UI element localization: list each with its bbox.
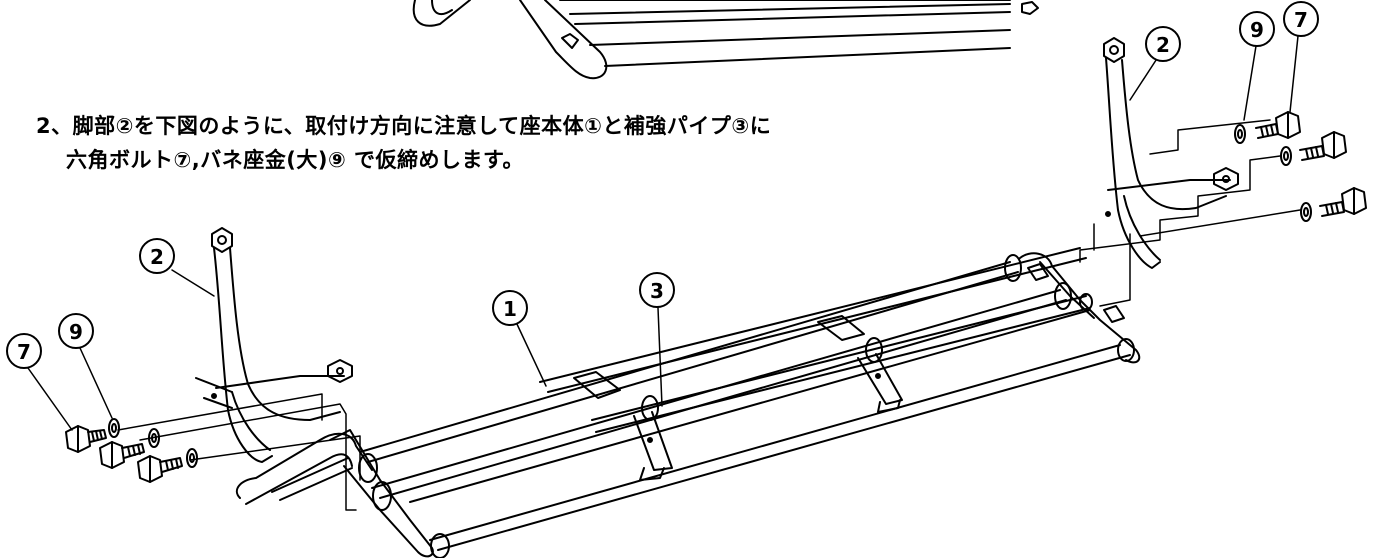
svg-text:7: 7 xyxy=(17,340,31,364)
hex-bolt-right-lower xyxy=(1319,187,1367,217)
previous-step-bench-partial xyxy=(412,0,1039,80)
svg-text:9: 9 xyxy=(69,320,83,344)
seat-body xyxy=(235,247,1141,558)
hex-bolt-left-lower xyxy=(137,455,183,483)
spring-washer-left-lower xyxy=(186,448,198,468)
callout-spring-washer-left: 9 xyxy=(58,313,94,349)
spring-washer-right-middle xyxy=(1280,146,1292,166)
callout-leaders xyxy=(27,35,1299,431)
callout-leg-part-left: 2 xyxy=(139,238,175,274)
svg-text:2: 2 xyxy=(150,245,164,269)
assembly-guide-lines xyxy=(117,119,1301,511)
instruction-step-2-line-1: 2、脚部②を下図のように、取付け方向に注意して座本体①と補強パイプ③に xyxy=(36,114,772,138)
hex-bolt-right-middle xyxy=(1299,131,1347,161)
spring-washer-right-lower xyxy=(1300,202,1312,222)
callout-hex-bolt-right: 7 xyxy=(1283,1,1319,37)
svg-text:9: 9 xyxy=(1250,18,1264,42)
callout-spring-washer-right: 9 xyxy=(1239,11,1275,47)
instruction-step-2-line-2: 六角ボルト⑦,バネ座金(大)⑨ で仮締めします。 xyxy=(66,148,524,172)
spring-washer-left-upper xyxy=(108,418,120,438)
svg-text:7: 7 xyxy=(1294,8,1308,32)
reinforcement-pipe xyxy=(591,293,1093,481)
leg-part-right xyxy=(1103,37,1239,269)
hex-bolt-left-upper xyxy=(65,425,107,453)
hex-bolt-left-middle xyxy=(99,441,145,469)
svg-text:3: 3 xyxy=(650,279,664,303)
svg-text:1: 1 xyxy=(503,297,517,321)
callout-leg-part-right: 2 xyxy=(1145,26,1181,62)
hex-bolt-right-upper xyxy=(1255,111,1301,139)
callout-seat-body: 1 xyxy=(492,290,528,326)
callout-hex-bolt-left: 7 xyxy=(6,333,42,369)
spring-washer-left-middle xyxy=(148,428,160,448)
callout-reinforcement-pipe: 3 xyxy=(639,272,675,308)
svg-text:2: 2 xyxy=(1156,33,1170,57)
spring-washer-right-upper xyxy=(1234,124,1246,144)
leg-part-left xyxy=(195,227,353,463)
